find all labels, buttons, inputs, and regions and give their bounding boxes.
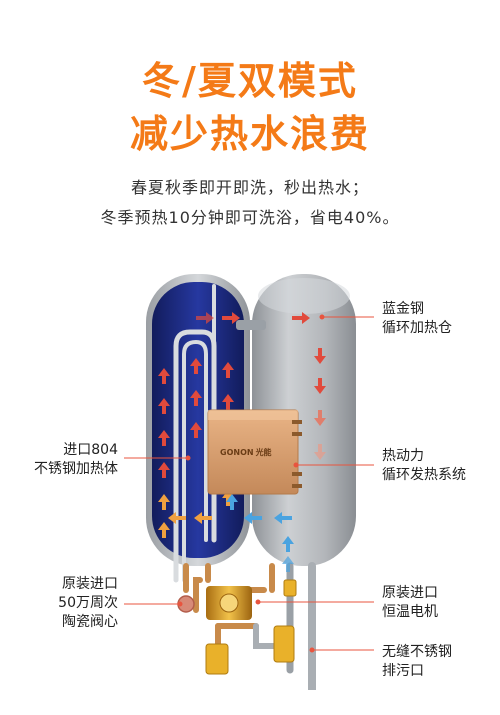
label-thermostat-motor: 原装进口恒温电机 [382, 585, 438, 620]
headline-line-1: 冬/夏双模式 [142, 59, 358, 103]
return-flow-arrows [168, 494, 292, 524]
subtitle-line-2: 冬季预热10分钟即可洗浴，省电40%。 [100, 208, 400, 227]
label-drain-outlet: 无缝不锈钢排污口 [382, 644, 452, 679]
crossover-arrows [196, 312, 310, 324]
label-pump-system: 热动力循环发热系统 [382, 448, 466, 483]
hot-flow-arrows-right [314, 348, 326, 394]
label-heating-tank: 蓝金钢循环加热仓 [382, 301, 452, 336]
subtitle-line-1: 春夏秋季即开即洗，秒出热水； [130, 178, 369, 197]
thermostat-motor [206, 586, 252, 620]
leader-lines [124, 314, 374, 653]
inlet-arrows [282, 536, 294, 572]
headline-line-2: 减少热水浪费 [129, 112, 370, 156]
hot-flow-arrows-left [158, 358, 234, 478]
